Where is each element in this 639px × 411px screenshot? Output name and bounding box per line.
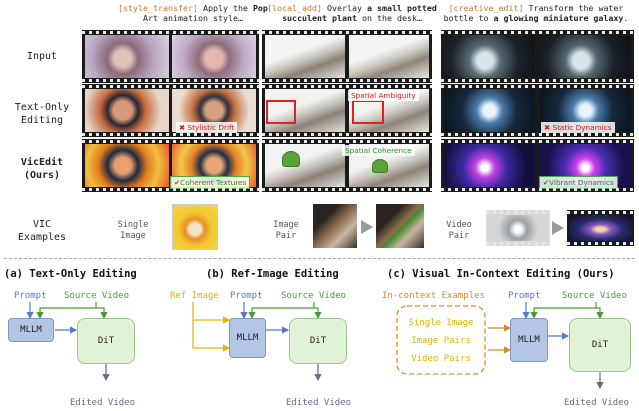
video-frame — [569, 215, 632, 241]
video-frame — [444, 144, 535, 187]
diagram-b-output-label: Edited Video — [286, 398, 352, 408]
diagram-c-example-video-pairs: Video Pairs — [411, 354, 471, 364]
row-label-vicedit: VicEdit(Ours) — [20, 157, 64, 181]
video-frame — [265, 35, 345, 78]
video-frame — [444, 35, 535, 78]
film-strip-vicedit-style: ✔Coherent Textures — [82, 139, 259, 192]
diagram-c-mllm-box: MLLM — [510, 318, 548, 362]
video-frame — [265, 89, 345, 132]
diagram-a-output-label: Edited Video — [70, 398, 136, 408]
diagram-c-example-single: Single Image — [408, 318, 474, 328]
video-frame — [444, 89, 535, 132]
diagram-b-source-label: Source Video — [281, 291, 347, 301]
diagram-b-dit-box: DiT — [289, 318, 347, 364]
highlight-box — [352, 100, 384, 124]
vic-single-image — [172, 204, 218, 250]
diagram-c-output-label: Edited Video — [564, 398, 630, 408]
diagram-a-dit-box: DiT — [77, 318, 135, 364]
video-frame — [540, 35, 631, 78]
vic-image-pair-target — [376, 204, 424, 248]
vic-image-pair-source — [313, 204, 357, 248]
tag-spatial-coherence: Spatial Coherence — [342, 145, 415, 156]
vic-video-pair-source — [486, 210, 550, 246]
arrow-right-icon — [361, 220, 373, 234]
film-strip-input-style — [82, 30, 259, 83]
film-strip-textonly-creative: ✖ Static Dynamics — [441, 84, 634, 137]
arrow-right-icon — [552, 221, 564, 235]
diagram-c-source-label: Source Video — [562, 291, 628, 301]
video-frame — [85, 144, 169, 187]
video-frame — [265, 144, 345, 187]
film-strip-vicedit-local: Spatial Coherence — [262, 139, 432, 192]
diagram-c-example-image-pairs: Image Pairs — [411, 336, 471, 346]
video-frame — [488, 215, 548, 241]
tag-static-dynamics: ✖ Static Dynamics — [541, 122, 615, 133]
prompt-local-add: [local_add] Overlay a small potted succu… — [267, 3, 437, 23]
video-frame — [172, 35, 256, 78]
diagram-b-prompt-label: Prompt — [230, 291, 263, 301]
diagram-a-source-label: Source Video — [64, 291, 130, 301]
plant-icon — [372, 159, 388, 173]
diagram-a-prompt-label: Prompt — [14, 291, 47, 301]
diagram-b-mllm-box: MLLM — [229, 318, 266, 358]
prompt-creative-edit: [creative_edit] Transform the water bott… — [443, 3, 629, 23]
diagram-a-mllm-box: MLLM — [8, 318, 54, 342]
diagram-c-dit-box: DiT — [569, 318, 631, 372]
film-strip-textonly-style: ✖ Stylistic Drift — [82, 84, 259, 137]
vic-video-pair-target — [567, 210, 634, 246]
tag-stylistic-drift: ✖ Stylistic Drift — [176, 122, 238, 133]
highlight-box — [266, 100, 296, 124]
video-frame — [85, 35, 169, 78]
diagram-c-incontext-label: In-context Examples — [382, 291, 485, 301]
film-strip-input-local — [262, 30, 432, 83]
diagram-b-title: (b) Ref-Image Editing — [206, 268, 339, 280]
diagram-c-title: (c) Visual In-Context Editing (Ours) — [387, 268, 615, 280]
tag-spatial-ambiguity: Spatial Ambiguity — [348, 90, 419, 101]
prompt-style-transfer: [style_transfer] Apply the Pop Art anima… — [118, 3, 268, 23]
film-strip-vicedit-creative: ✔Vibrant Dynamics — [441, 139, 634, 192]
diagram-c-prompt-label: Prompt — [508, 291, 541, 301]
film-strip-textonly-local: Spatial Ambiguity — [262, 84, 432, 137]
row-label-input: Input — [26, 51, 58, 62]
diagram-a-title: (a) Text-Only Editing — [4, 268, 137, 280]
video-frame — [349, 35, 429, 78]
video-frame — [85, 89, 169, 132]
section-divider — [4, 258, 635, 259]
plant-icon — [282, 151, 300, 167]
diagram-b-ref-label: Ref Image — [170, 291, 219, 301]
film-strip-input-creative — [441, 30, 634, 83]
